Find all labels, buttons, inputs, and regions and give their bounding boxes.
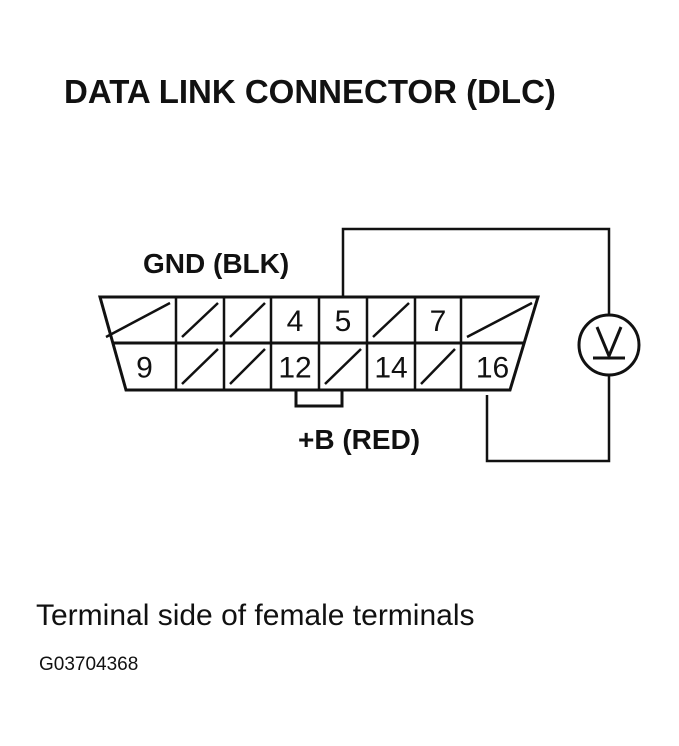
figure-id: G03704368 [39, 654, 138, 675]
terminal-number-4: 4 [287, 305, 304, 338]
unused-terminal-slash [181, 348, 219, 385]
terminal-13 [324, 348, 362, 385]
terminal-9: 9 [136, 352, 153, 385]
terminal-number-5: 5 [335, 305, 352, 338]
unused-terminal-slash [229, 302, 266, 338]
terminal-6 [372, 302, 410, 338]
terminal-number-14: 14 [374, 352, 407, 385]
terminal-10 [181, 348, 219, 385]
ground-label: GND (BLK) [143, 248, 289, 279]
voltmeter-icon [577, 313, 641, 377]
test-wiring [341, 227, 611, 463]
terminal-8 [466, 301, 533, 339]
unused-terminal-slash [372, 302, 410, 338]
terminal-5: 5 [335, 305, 352, 338]
terminal-11 [229, 348, 266, 385]
terminal-12: 12 [278, 352, 311, 385]
terminal-4: 4 [287, 305, 304, 338]
terminal-number-12: 12 [278, 352, 311, 385]
unused-terminal-slash [229, 348, 266, 385]
terminal-14: 14 [374, 352, 407, 385]
unused-terminal-slash [181, 302, 219, 338]
terminal-15 [420, 348, 456, 385]
caption: Terminal side of female terminals [36, 599, 475, 632]
unused-terminal-slash [466, 301, 533, 339]
wire-meter-to-pin16 [485, 375, 611, 463]
connector-latch [294, 388, 344, 408]
terminal-1 [105, 301, 171, 339]
terminal-number-7: 7 [430, 305, 447, 338]
unused-terminal-slash [105, 301, 171, 339]
terminal-number-16: 16 [476, 352, 509, 385]
battery-label: +B (RED) [298, 424, 420, 455]
terminal-16: 16 [476, 352, 509, 385]
connector-outline [98, 295, 541, 392]
diagram-title: DATA LINK CONNECTOR (DLC) [64, 73, 556, 110]
terminal-3 [229, 302, 266, 338]
wire-pin5-to-meter [341, 227, 611, 316]
terminal-number-9: 9 [136, 352, 153, 385]
terminal-7: 7 [430, 305, 447, 338]
unused-terminal-slash [324, 348, 362, 385]
terminal-2 [181, 302, 219, 338]
unused-terminal-slash [420, 348, 456, 385]
